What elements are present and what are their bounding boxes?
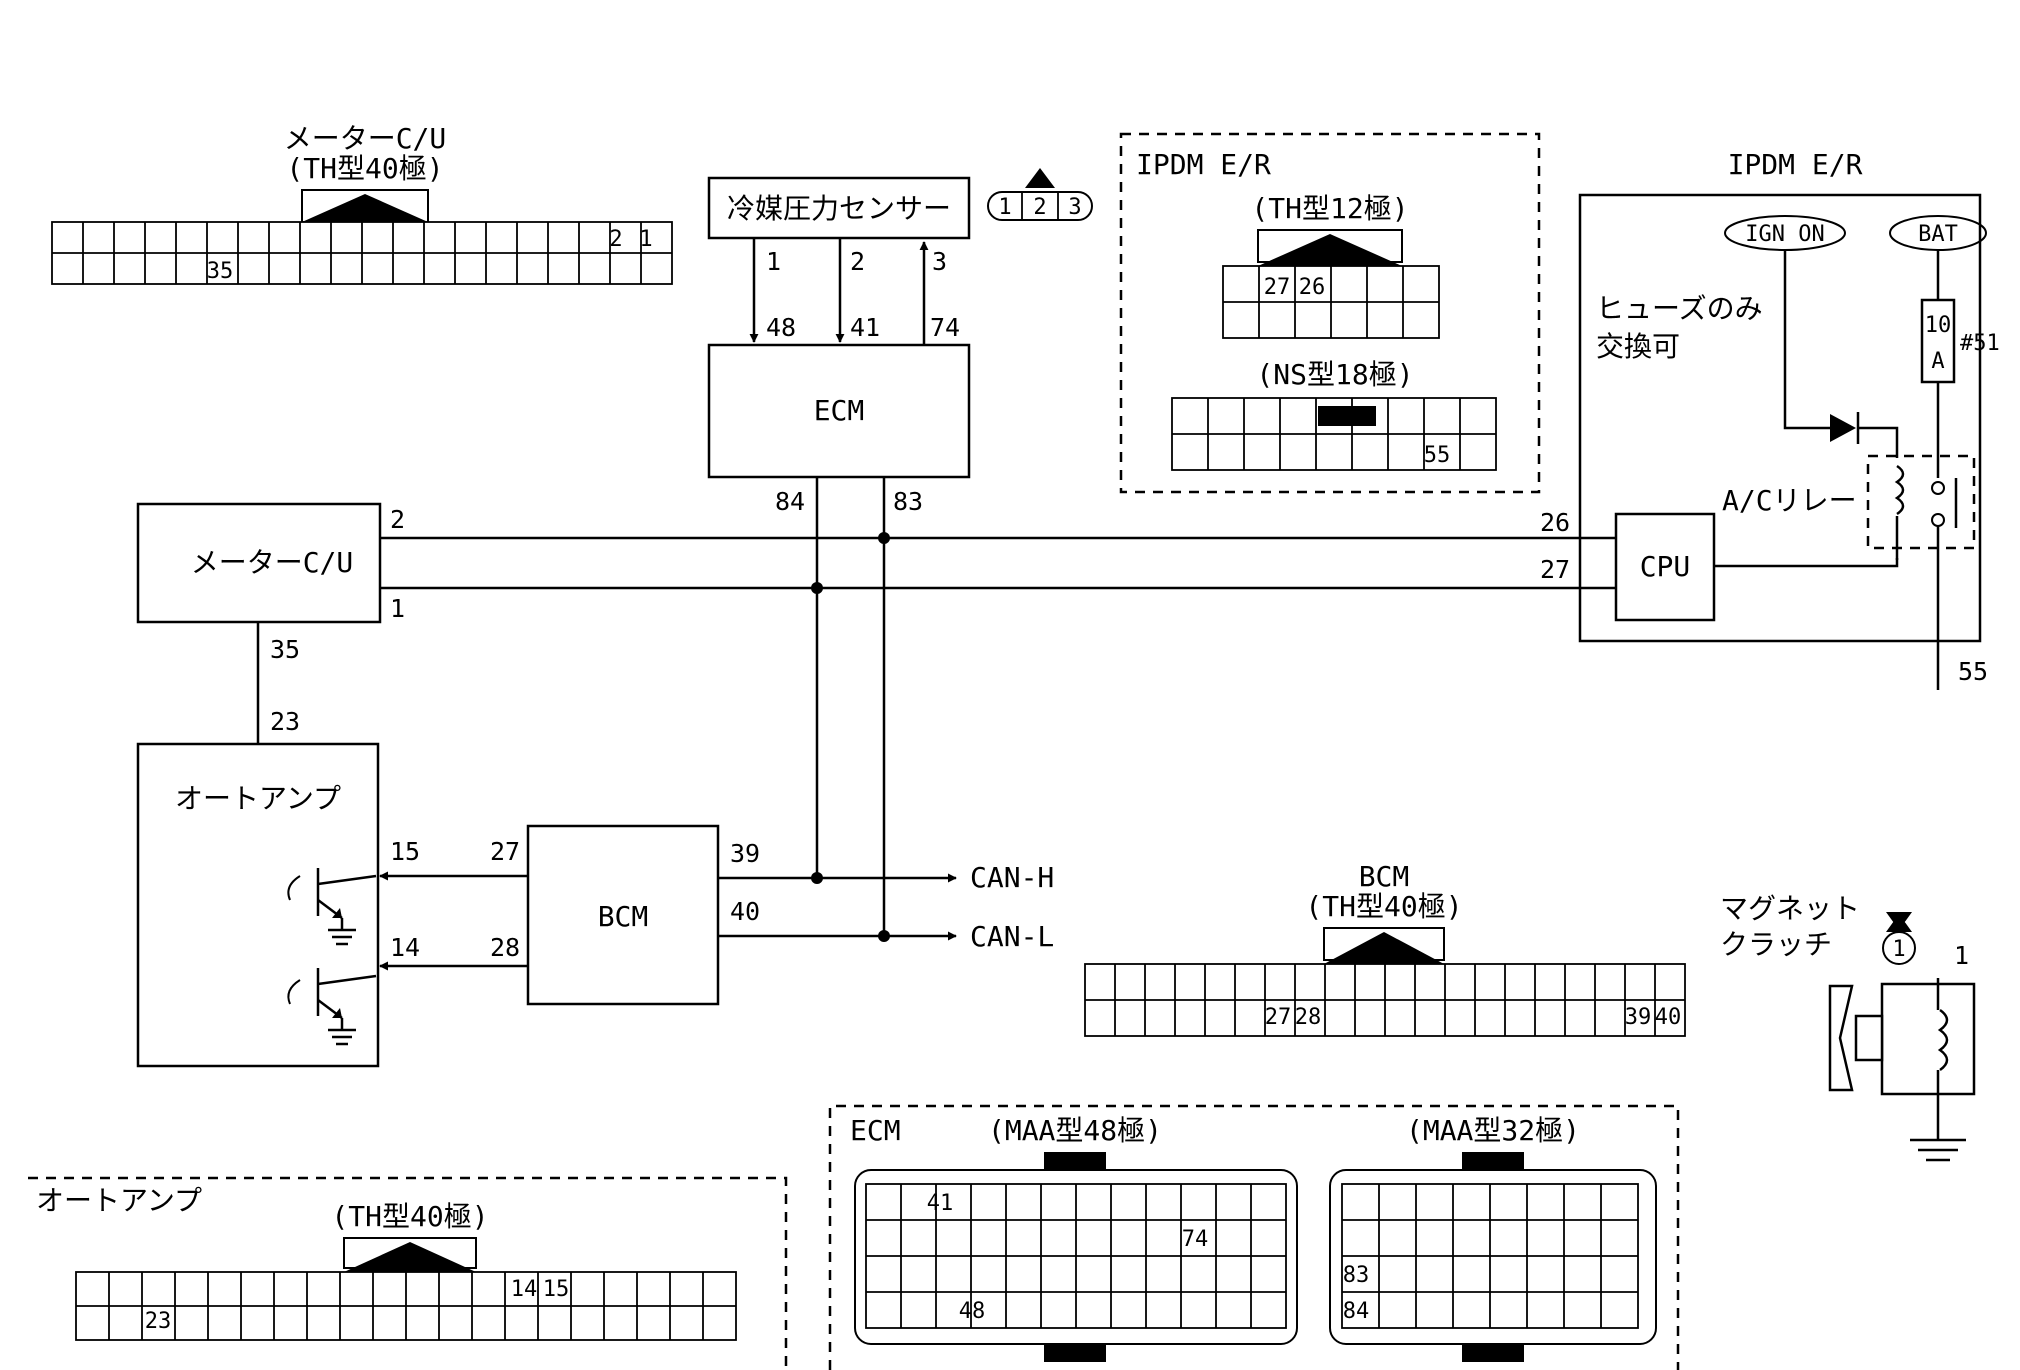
ipdm-ns-cell-55: 55: [1424, 443, 1451, 468]
ipdm-connector-area: IPDM E/R (TH型12極) 27 26 (NS型18極) 55: [1119, 132, 1541, 494]
meter-cu-conn-type: (TH型40極): [286, 152, 443, 185]
clutch-label-line2: クラッチ: [1720, 928, 1832, 961]
bcm-pin-40: 40: [730, 897, 760, 926]
bcm-cell-39: 39: [1625, 1005, 1652, 1030]
clutch-conn-no: 1: [1892, 937, 1905, 962]
meter-pin-35: 35: [270, 635, 300, 664]
can-l-label: CAN-L: [970, 920, 1054, 953]
fuse-note-line2: 交換可: [1596, 330, 1680, 363]
bcm-box: BCM 39 40: [526, 824, 760, 1006]
fuse-rating-10: 10: [1925, 313, 1952, 338]
sensor-pin-2: 2: [850, 247, 865, 276]
meter-cu-conn-title: メーターC/U: [284, 122, 447, 155]
ecm-connector-area: ECM (MAA型48極) (MAA型32極) 41 74 48 83 84: [828, 1104, 1680, 1370]
autoamp-connector-area: オートアンプ (TH型40極) 14 15 23: [28, 1176, 788, 1370]
meter-cu-label: メーターC/U: [191, 546, 354, 579]
ecm-pin-48: 48: [766, 313, 796, 342]
magnet-clutch: マグネット クラッチ 1 1: [1720, 892, 1976, 1162]
ipdm-pin-26: 26: [1540, 508, 1570, 537]
transistor-14-icon: [287, 968, 377, 1046]
bcm-connector: BCM (TH型40極) 27 28 39 40: [1084, 860, 1686, 1037]
autoamp-connector-grid: [75, 1271, 737, 1341]
ecm32-cell-84: 84: [1343, 1299, 1370, 1324]
ipdm-ns-type: (NS型18極): [1256, 358, 1413, 391]
autoamp-pin-14: 14: [390, 933, 420, 962]
ecm-pin-83: 83: [893, 487, 923, 516]
refrigerant-pressure-sensor: 冷媒圧力センサー: [707, 176, 971, 240]
autoamp-cell-15: 15: [543, 1277, 570, 1302]
ecm32-connector-grid: [1341, 1183, 1639, 1329]
ecm-label: ECM: [814, 394, 865, 427]
ipdm-th-connector-grid: [1222, 265, 1440, 339]
bcm-cell-27: 27: [1265, 1005, 1292, 1030]
bcm-label: BCM: [598, 900, 649, 933]
bcm-pin-27: 27: [490, 837, 520, 866]
ecm48-type: (MAA型48極): [988, 1114, 1162, 1147]
ipdm-box-title: IPDM E/R: [1728, 148, 1863, 181]
can-h-label: CAN-H: [970, 861, 1054, 894]
autoamp-cell-14: 14: [511, 1277, 538, 1302]
ipdm-th-type: (TH型12極): [1251, 192, 1408, 225]
sensor-label: 冷媒圧力センサー: [727, 192, 951, 225]
meter-cu-connector: メーターC/U (TH型40極) 2 1 35: [51, 122, 673, 285]
ecm48-cell-41: 41: [927, 1191, 954, 1216]
bat-label: BAT: [1918, 222, 1958, 247]
ecm32-type: (MAA型32極): [1406, 1114, 1580, 1147]
sensor-conn-3: 3: [1068, 195, 1081, 220]
autoamp-pin-23: 23: [270, 707, 300, 736]
ecm-conn-title: ECM: [850, 1114, 901, 1147]
autoamp-conn-title: オートアンプ: [36, 1184, 202, 1217]
ign-on-label: IGN ON: [1745, 222, 1824, 247]
bcm-conn-type: (TH型40極): [1305, 890, 1462, 923]
ac-relay-label: A/Cリレー: [1722, 484, 1857, 517]
fuse-number: #51: [1960, 331, 2000, 356]
bcm-pin-39: 39: [730, 839, 760, 868]
ecm32-cell-83: 83: [1343, 1263, 1370, 1288]
meter-pin-2: 2: [390, 505, 405, 534]
cpu-label: CPU: [1640, 550, 1691, 583]
meter-cu-cell-2: 2: [609, 227, 622, 252]
ecm-pin-41: 41: [850, 313, 880, 342]
sensor-pin-3: 3: [932, 247, 947, 276]
bcm-conn-title: BCM: [1359, 860, 1410, 893]
autoamp-cell-23: 23: [145, 1309, 172, 1334]
ecm48-connector-grid: [865, 1183, 1287, 1329]
ecm-box: ECM 84 83: [707, 343, 971, 516]
sensor-conn-2: 2: [1033, 195, 1046, 220]
autoamp-label: オートアンプ: [175, 782, 341, 815]
meter-cu-connector-grid: [51, 221, 673, 285]
ipdm-dashed-title: IPDM E/R: [1136, 148, 1271, 181]
autoamp-conn-type: (TH型40極): [331, 1200, 488, 1233]
clutch-pin-1: 1: [1954, 941, 1969, 970]
ipdm-th-cell-26: 26: [1299, 275, 1326, 300]
sensor-pin-1: 1: [766, 247, 781, 276]
meter-cu-box: メーターC/U 2 1 35: [136, 502, 405, 664]
clutch-label-line1: マグネット: [1720, 892, 1860, 925]
sensor-conn-1: 1: [998, 195, 1011, 220]
ecm-pin-74: 74: [930, 313, 960, 342]
ipdm-th-cell-27: 27: [1264, 275, 1291, 300]
ecm48-cell-74: 74: [1182, 1227, 1209, 1252]
fuse-note-line1: ヒューズのみ: [1596, 292, 1763, 325]
meter-cu-cell-35: 35: [207, 259, 234, 284]
ipdm-pin-27: 27: [1540, 555, 1570, 584]
autoamp-pin-15: 15: [390, 837, 420, 866]
bcm-connector-grid: [1084, 963, 1686, 1037]
sensor-connector-symbol: 1 2 3: [987, 168, 1093, 221]
ecm48-cell-48: 48: [959, 1299, 986, 1324]
ipdm-er-box: IPDM E/R IGN ON BAT ヒューズのみ 交換可 10 A #51 …: [1540, 148, 2000, 690]
autoamp-box: オートアンプ 15 14: [136, 742, 420, 1068]
meter-pin-1: 1: [390, 594, 405, 623]
fuse-rating-a: A: [1931, 349, 1944, 374]
bcm-pin-28: 28: [490, 933, 520, 962]
bcm-cell-28: 28: [1295, 1005, 1322, 1030]
transistor-15-icon: [287, 868, 377, 946]
ecm-pin-84: 84: [775, 487, 805, 516]
meter-cu-cell-1: 1: [639, 227, 652, 252]
ipdm-pin-55: 55: [1958, 657, 1988, 686]
bcm-cell-40: 40: [1655, 1005, 1682, 1030]
